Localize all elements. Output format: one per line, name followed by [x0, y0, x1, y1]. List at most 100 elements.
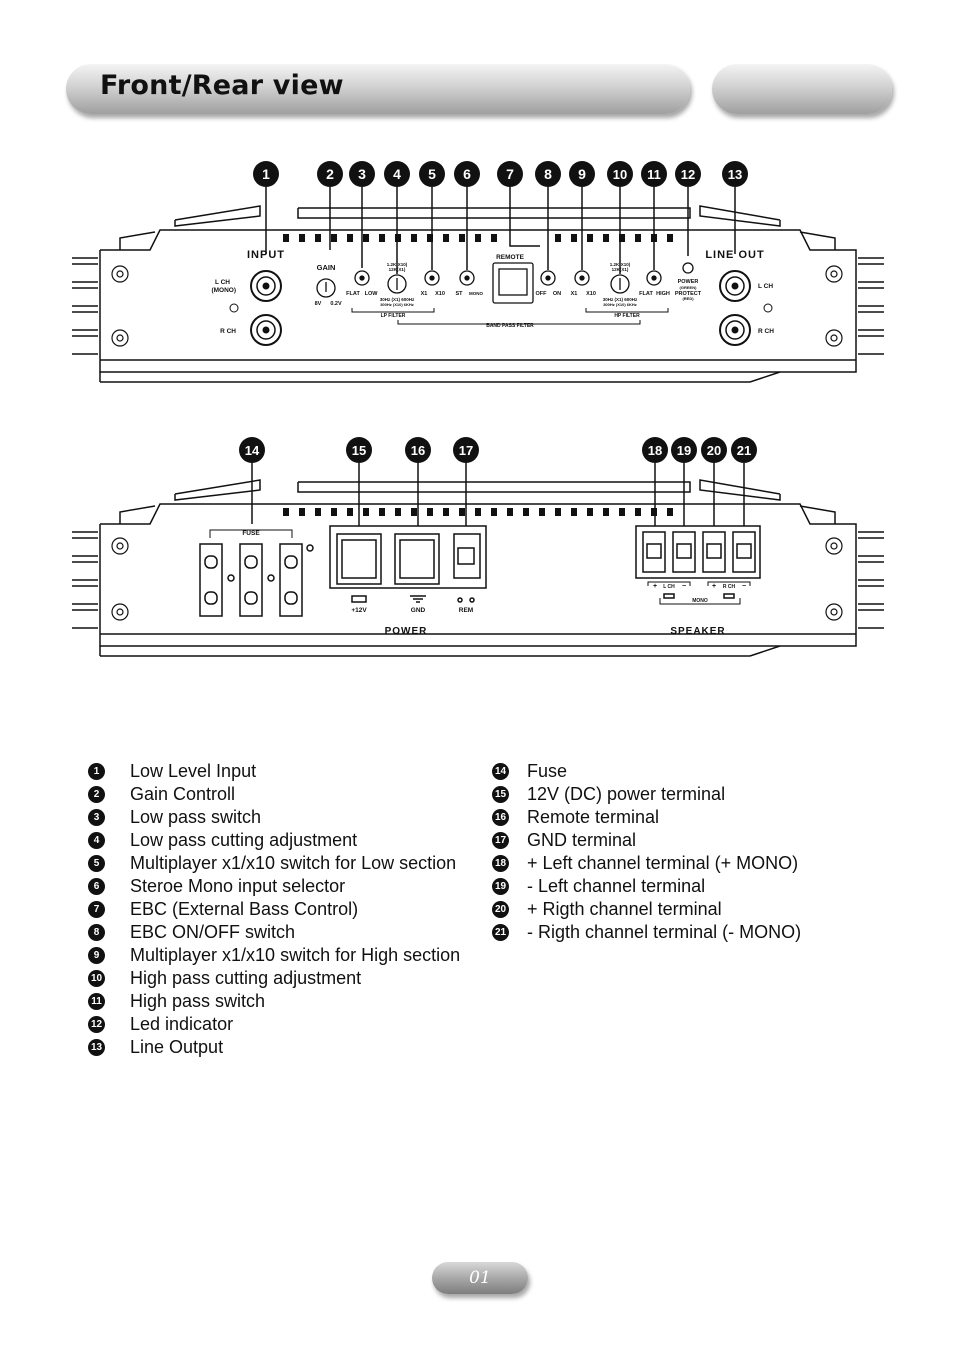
svg-text:5: 5 — [428, 166, 436, 182]
badge-20: 20 — [701, 437, 727, 463]
badge-8: 8 — [535, 161, 561, 187]
svg-text:18: 18 — [648, 443, 662, 458]
label-mono-rear: MONO — [692, 598, 708, 604]
label-12v: +12V — [351, 607, 367, 614]
svg-text:11: 11 — [647, 167, 661, 182]
svg-text:4: 4 — [393, 166, 401, 182]
badge-19: 19 — [671, 437, 697, 463]
label-high: HIGH — [656, 291, 670, 297]
legend-number: 12 — [88, 1016, 105, 1033]
label-low: LOW — [365, 291, 379, 297]
legend-number: 2 — [88, 786, 105, 803]
badge-12: 12 — [675, 161, 701, 187]
badge-13: 13 — [722, 161, 748, 187]
rear-leaders — [251, 463, 745, 534]
front-badges: 1 2 3 4 5 6 7 8 9 10 11 12 13 — [253, 161, 748, 187]
svg-text:20: 20 — [707, 443, 721, 458]
label-flat: FLAT — [346, 291, 360, 297]
label-hp-knob-top2: 12K(X1) — [612, 267, 629, 272]
list-item: 16 Remote terminal — [492, 806, 892, 829]
badge-18: 18 — [642, 437, 668, 463]
label-power: POWER — [678, 279, 699, 285]
label-lp-knob-bottom2: 300Hz (X10) 6KHz — [380, 302, 414, 307]
filter-brackets — [351, 308, 669, 325]
legend-text: - Left channel terminal — [527, 876, 706, 896]
list-item: 8 EBC ON/OFF switch — [88, 921, 488, 944]
label-lp-knob-top: 1.2K(X10) — [387, 262, 408, 267]
badge-9: 9 — [569, 161, 595, 187]
rear-fins — [72, 531, 884, 629]
legend-number: 19 — [492, 878, 509, 895]
svg-text:21: 21 — [737, 443, 751, 458]
label-lp-knob-bottom: 30Hz (X1) 600Hz — [380, 297, 415, 302]
badge-14: 14 — [239, 437, 265, 463]
badge-4: 4 — [384, 161, 410, 187]
label-hp-knob-top: 1.2K(X10) — [610, 262, 631, 267]
label-x1-hi: X1 — [571, 291, 578, 297]
badge-16: 16 — [405, 437, 431, 463]
label-mono-small: MONO — [469, 291, 483, 296]
page-title: Front/Rear view — [100, 70, 344, 101]
label-line-out: LINE OUT — [705, 249, 764, 261]
legend-number: 5 — [88, 855, 105, 872]
legend-number: 14 — [492, 763, 509, 780]
svg-text:8: 8 — [544, 166, 552, 182]
label-r-ch: R CH — [723, 584, 736, 590]
label-input: INPUT — [247, 249, 285, 261]
list-item: 14 Fuse — [492, 760, 892, 783]
legend-number: 21 — [492, 924, 509, 941]
list-item: 18+ Left channel terminal (+ MONO) — [492, 852, 892, 875]
legend-number: 16 — [492, 809, 509, 826]
label-speaker-section: SPEAKER — [670, 626, 725, 637]
legend-text: + Rigth channel terminal — [527, 899, 722, 919]
label-x10: X10 — [435, 291, 445, 297]
label-rem: REM — [459, 607, 473, 614]
legend-text: Multiplayer x1/x10 switch for High secti… — [130, 945, 461, 965]
legend-number: 13 — [88, 1039, 105, 1056]
front-vents — [283, 234, 673, 242]
legend-text: 12V (DC) power terminal — [527, 784, 726, 804]
legend-text: EBC ON/OFF switch — [130, 922, 296, 942]
label-remote: REMOTE — [496, 254, 524, 261]
badge-11: 11 — [641, 161, 667, 187]
page-number: 01 — [469, 1268, 491, 1288]
legend-text: Fuse — [527, 761, 568, 781]
legend-number: 8 — [88, 924, 105, 941]
legend-text: Line Output — [130, 1037, 224, 1057]
badge-1: 1 — [253, 161, 279, 187]
label-mono: (MONO) — [211, 287, 236, 294]
label-l-ch-out: L CH — [758, 283, 773, 290]
label-gain: GAIN — [317, 263, 336, 272]
fuse-holders — [199, 529, 314, 617]
svg-text:1: 1 — [262, 166, 270, 182]
svg-text:19: 19 — [677, 443, 691, 458]
page-number-pill — [432, 1262, 528, 1294]
label-band-pass-filter: BAND PASS FILTER — [486, 323, 534, 329]
svg-text:12: 12 — [681, 167, 695, 182]
svg-text:15: 15 — [352, 443, 366, 458]
badge-15: 15 — [346, 437, 372, 463]
svg-text:17: 17 — [459, 443, 473, 458]
legend-text: Led indicator — [130, 1014, 234, 1034]
label-flat-hi: FLAT — [639, 291, 653, 297]
title-bar-right — [712, 64, 892, 114]
list-item: 21- Rigth channel terminal (- MONO) — [492, 921, 892, 944]
svg-text:9: 9 — [578, 166, 586, 182]
badge-2: 2 — [317, 161, 343, 187]
legend-text: Remote terminal — [527, 807, 660, 827]
legend-number: 10 — [88, 970, 105, 987]
label-r-ch-out: R CH — [758, 328, 774, 335]
label-plus-r: + — [712, 583, 716, 590]
label-hp-knob-bottom: 30Hz (X1) 600Hz — [603, 297, 638, 302]
label-gain-02v: 0.2V — [330, 301, 342, 307]
legend-text: GND terminal — [527, 830, 637, 850]
front-chassis — [99, 205, 857, 383]
svg-text:7: 7 — [506, 166, 514, 182]
